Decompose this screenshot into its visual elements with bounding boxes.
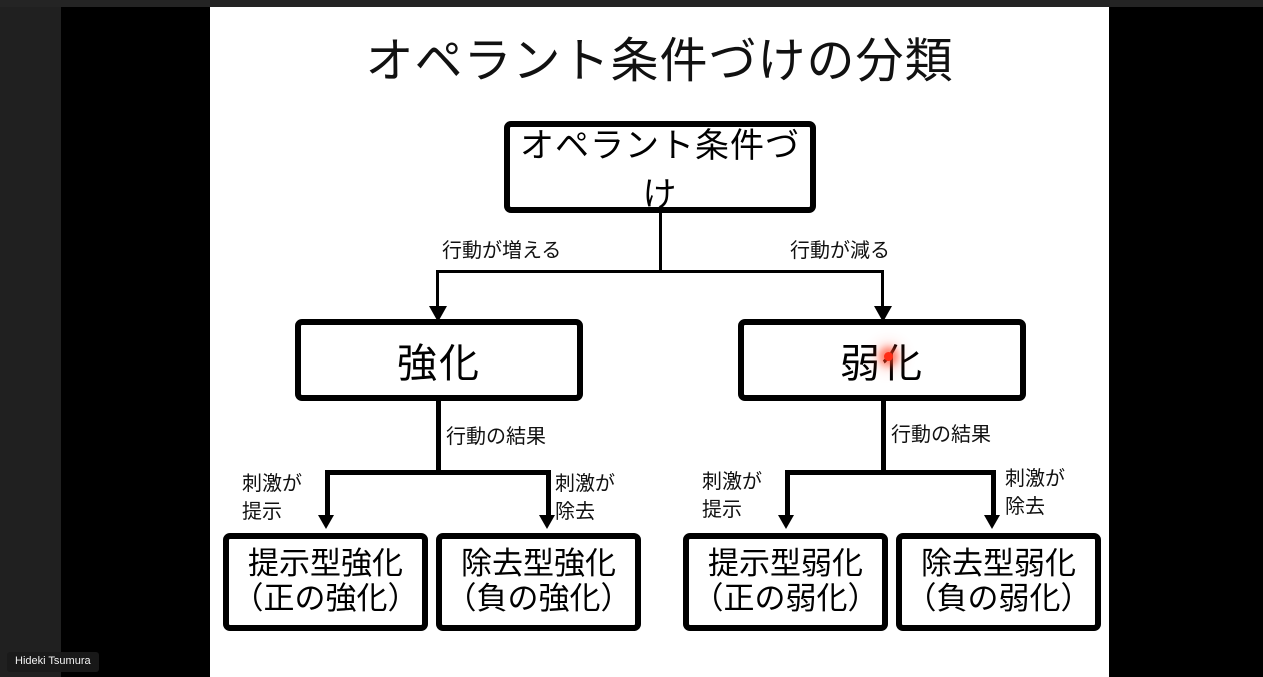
connector-punishment-bar [785, 470, 996, 475]
connector-root-stem [659, 213, 662, 273]
node-positive-reinforcement-line2: （正の強化） [232, 581, 419, 616]
edge-label-stimulus-removed-right-1: 刺激が [1005, 468, 1065, 490]
edge-label-stimulus-removed-left-1: 刺激が [555, 473, 615, 495]
node-operant-conditioning-label: オペラント条件づけ [520, 127, 800, 214]
edge-label-behavior-increases: 行動が増える [442, 240, 562, 262]
edge-label-stimulus-removed-left-2: 除去 [555, 501, 595, 523]
node-reinforcement[interactable]: 強化 [295, 319, 583, 401]
connector-level1-bar [436, 270, 884, 273]
node-punishment[interactable]: 弱化 [738, 319, 1026, 401]
connector-reinforcement-left-drop [325, 470, 330, 520]
arrowhead-to-negative-reinforcement [539, 515, 555, 529]
connector-punishment-right-drop [991, 470, 996, 520]
app-chrome-bar [0, 0, 1263, 7]
node-positive-punishment-line2: （正の弱化） [692, 581, 879, 616]
edge-label-stimulus-presented-right-2: 提示 [702, 499, 742, 521]
node-punishment-label: 弱化 [840, 342, 924, 386]
connector-level1-right-drop [881, 270, 884, 312]
edge-label-stimulus-presented-left-2: 提示 [242, 501, 282, 523]
node-positive-reinforcement-line1: 提示型強化 [248, 546, 403, 582]
left-gutter-strip [0, 7, 61, 677]
arrowhead-to-punishment [874, 306, 892, 322]
node-positive-punishment-line1: 提示型弱化 [708, 546, 863, 582]
node-operant-conditioning[interactable]: オペラント条件づけ [504, 121, 816, 214]
node-reinforcement-label: 強化 [397, 342, 481, 386]
edge-label-behavior-result-right: 行動の結果 [891, 424, 991, 446]
connector-reinforcement-bar [325, 470, 551, 475]
node-negative-reinforcement-line2: （負の強化） [445, 581, 632, 616]
edge-label-stimulus-presented-left-1: 刺激が [242, 473, 302, 495]
node-negative-reinforcement-line1: 除去型強化 [461, 546, 616, 582]
arrowhead-to-reinforcement [429, 306, 447, 322]
connector-level1-left-drop [436, 270, 439, 312]
edge-label-stimulus-removed-right-2: 除去 [1005, 496, 1045, 518]
slide-title: オペラント条件づけの分類 [365, 35, 954, 88]
connector-punishment-left-drop [785, 470, 790, 520]
node-negative-punishment-line2: （負の弱化） [905, 581, 1092, 616]
node-positive-reinforcement[interactable]: 提示型強化 （正の強化） [223, 533, 428, 631]
arrowhead-to-positive-punishment [778, 515, 794, 529]
connector-punishment-stem [881, 401, 886, 473]
node-positive-punishment[interactable]: 提示型弱化 （正の弱化） [683, 533, 888, 631]
presentation-slide: オペラント条件づけの分類 オペラント条件づけ 行動が増える 行動が減る 強化 弱… [210, 7, 1109, 677]
connector-reinforcement-right-drop [546, 470, 551, 520]
laser-pointer-icon [884, 352, 893, 361]
edge-label-stimulus-presented-right-1: 刺激が [702, 471, 762, 493]
edge-label-behavior-decreases: 行動が減る [790, 240, 890, 262]
arrowhead-to-negative-punishment [984, 515, 1000, 529]
node-negative-reinforcement[interactable]: 除去型強化 （負の強化） [436, 533, 641, 631]
node-negative-punishment-line1: 除去型弱化 [921, 546, 1076, 582]
node-negative-punishment[interactable]: 除去型弱化 （負の弱化） [896, 533, 1101, 631]
participant-name-badge: Hideki Tsumura [7, 652, 99, 672]
edge-label-behavior-result-left: 行動の結果 [446, 426, 546, 448]
connector-reinforcement-stem [436, 401, 441, 473]
arrowhead-to-positive-reinforcement [318, 515, 334, 529]
